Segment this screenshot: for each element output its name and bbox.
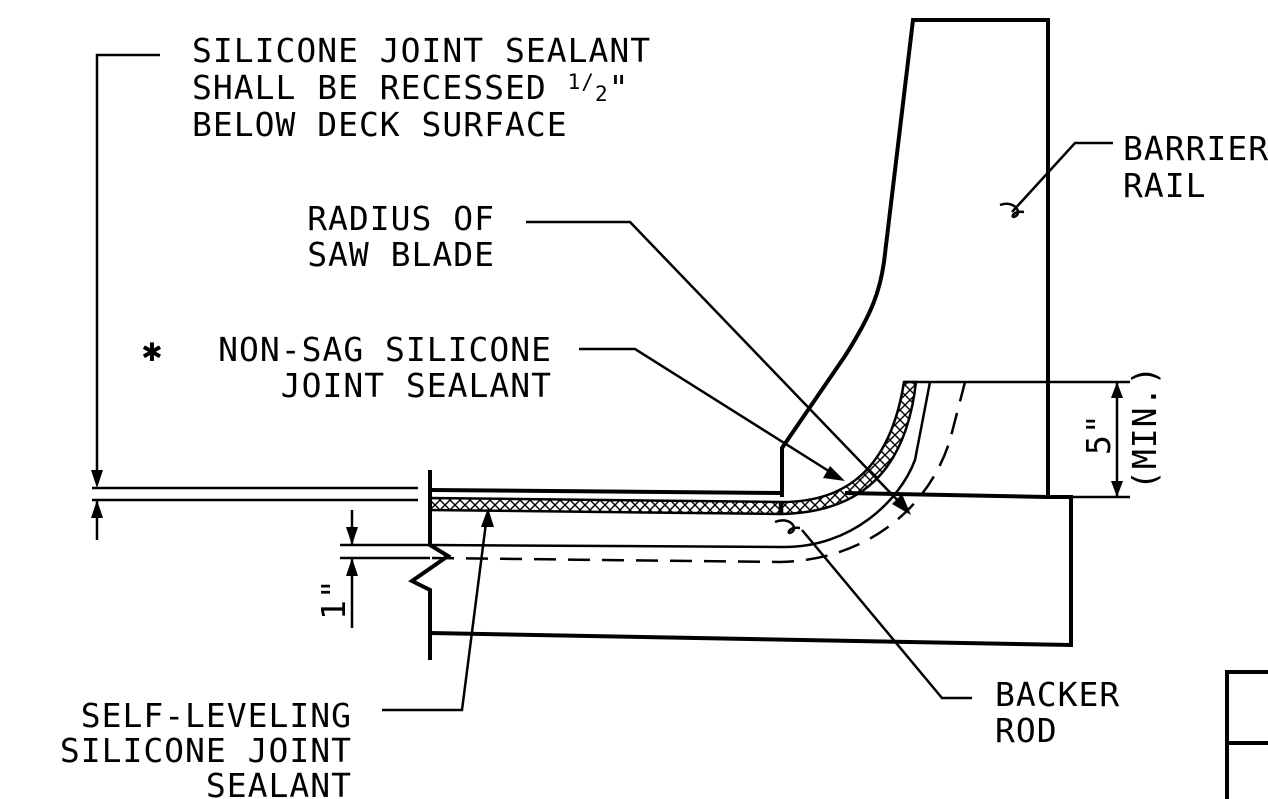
barrier-leader-line bbox=[1011, 141, 1113, 213]
self-leveling-label-line-1: SELF-LEVELING bbox=[81, 696, 352, 735]
inch-mark: " bbox=[609, 68, 630, 107]
self-leveling-arrow bbox=[481, 508, 494, 527]
saw-label-line-1: RADIUS OF bbox=[307, 199, 495, 238]
non-sag-label-line-1: NON-SAG SILICONE bbox=[218, 330, 552, 369]
deck-edge-breakline bbox=[408, 470, 452, 660]
recess-note-line-2: SHALL BE RECESSED 1/2" bbox=[192, 68, 629, 107]
barrier-label-line-1: BARRIER bbox=[1123, 129, 1268, 168]
fraction-slash: / bbox=[581, 70, 595, 94]
barrier-break-symbol bbox=[999, 202, 1025, 219]
barrier-rail-outline bbox=[780, 18, 1050, 497]
deck-slab-outline bbox=[429, 495, 1073, 648]
five-inch-dim-label: 5" bbox=[1079, 413, 1118, 455]
recess-arrow-down bbox=[91, 470, 103, 488]
non-sag-label-line-2: JOINT SEALANT bbox=[281, 366, 552, 405]
title-block-fragment bbox=[1225, 670, 1268, 799]
dashed-recess-line bbox=[431, 381, 967, 564]
self-leveling-label-line-3: SEALANT bbox=[206, 766, 352, 799]
non-sag-leader bbox=[579, 347, 836, 477]
fraction-numerator: 1 bbox=[568, 70, 582, 94]
self-leveling-label-line-2: SILICONE JOINT bbox=[60, 731, 352, 770]
non-sag-star: ✱ bbox=[142, 330, 163, 369]
five-inch-dim-arrow-bottom bbox=[1111, 481, 1123, 497]
one-inch-arrow-up bbox=[346, 558, 358, 576]
deck-surface-line bbox=[429, 488, 783, 495]
recess-note-line-3: BELOW DECK SURFACE bbox=[192, 105, 568, 144]
self-leveling-leader bbox=[382, 514, 489, 712]
fraction-denominator: 2 bbox=[595, 82, 609, 106]
one-inch-dim-label: 1" bbox=[314, 578, 353, 620]
recess-leader-line bbox=[95, 53, 160, 480]
recess-arrow-up bbox=[91, 500, 103, 518]
saw-cut-bottom bbox=[429, 381, 932, 549]
saw-radius-leader bbox=[526, 220, 906, 509]
non-sag-arrow bbox=[823, 466, 845, 481]
backer-rod-leader bbox=[801, 529, 972, 700]
recess-note-prefix: SHALL BE RECESSED bbox=[192, 68, 568, 107]
saw-radius-arrow bbox=[892, 494, 911, 515]
barrier-label-line-2: RAIL bbox=[1123, 166, 1206, 205]
recess-note-line-1: SILICONE JOINT SEALANT bbox=[192, 31, 651, 70]
self-leveling-sealant-band bbox=[428, 496, 782, 516]
one-inch-arrow-down bbox=[346, 527, 358, 545]
five-inch-dim-arrow-top bbox=[1111, 382, 1123, 398]
five-inch-min-label: (MIN.) bbox=[1125, 365, 1164, 490]
deck-top-line bbox=[844, 491, 1049, 499]
backer-rod-label-line-1: BACKER bbox=[995, 675, 1120, 714]
backer-rod-label-line-2: ROD bbox=[995, 711, 1058, 750]
backer-rod-break-symbol bbox=[774, 519, 801, 535]
saw-label-line-2: SAW BLADE bbox=[307, 235, 495, 274]
